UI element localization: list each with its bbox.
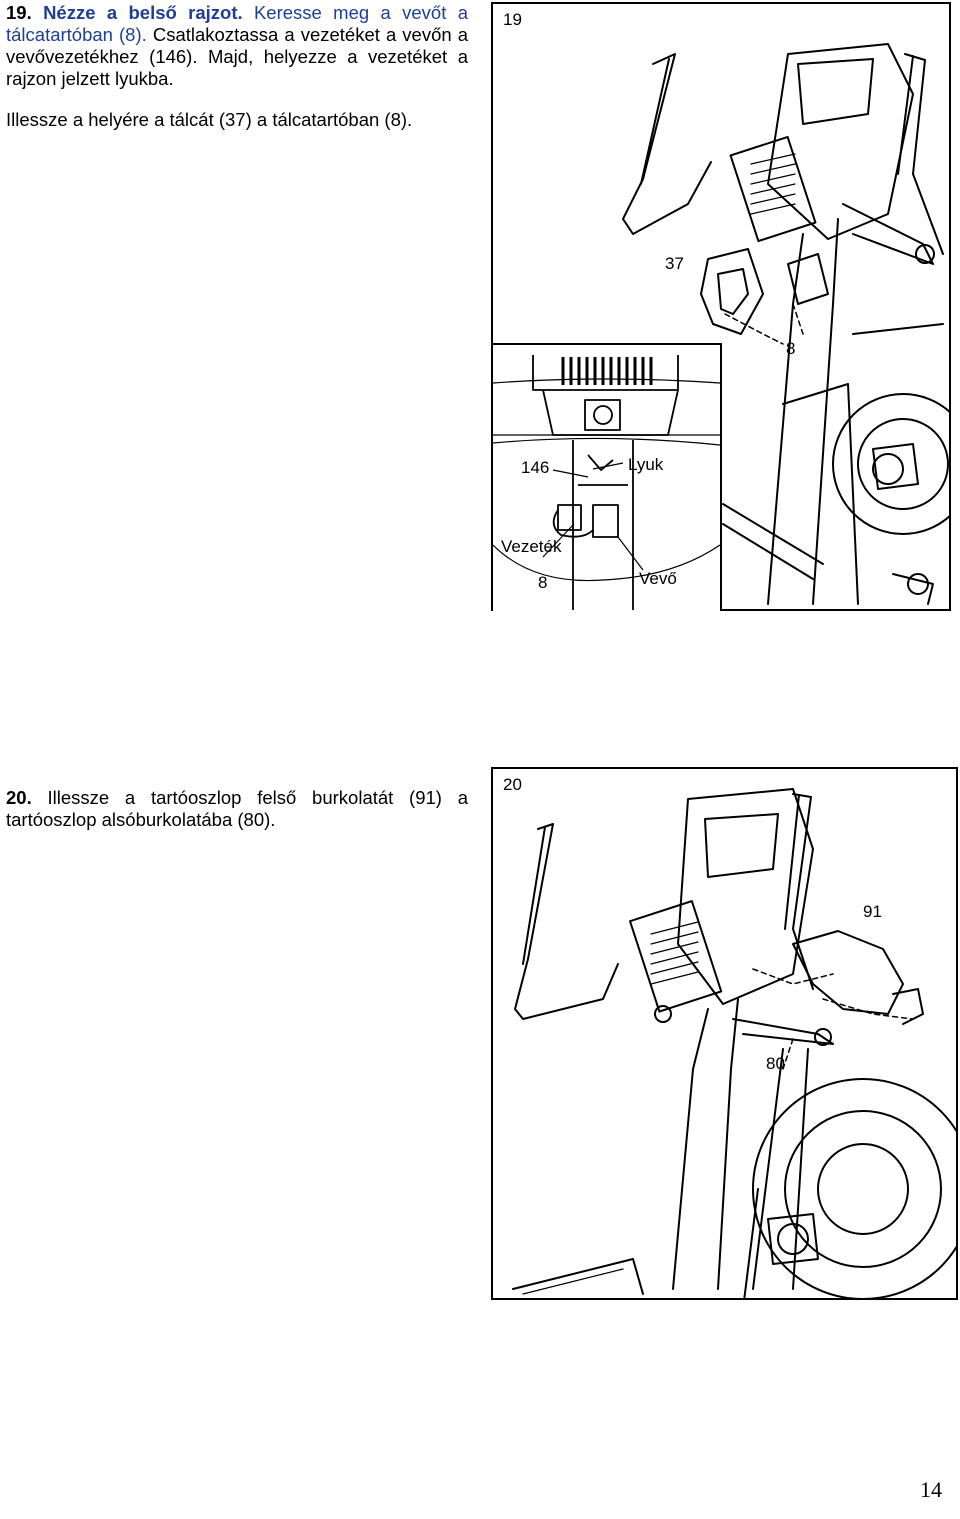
inset-callout-vevo: Vevő [639, 569, 677, 588]
step-20-paragraph: 20. Illessze a tartóoszlop felső burkola… [6, 787, 468, 831]
step-19-number: 19. [6, 2, 32, 23]
step-20-number: 20. [6, 787, 32, 808]
inset-callout-vezetek: Vezeték [501, 537, 562, 556]
step-19-title: Nézze a belső rajzot. [43, 2, 243, 23]
figure-19: 19 37 8 [491, 2, 951, 611]
figure-19-label: 19 [503, 10, 522, 29]
figure-20-label: 20 [503, 775, 522, 794]
step-19-paragraph-1: 19. Nézze a belső rajzot. Keresse meg a … [6, 2, 468, 90]
step-20-body: Illessze a tartóoszlop felső burkolatát … [6, 787, 469, 830]
step-20-text: 20. Illessze a tartóoszlop felső burkola… [6, 787, 468, 831]
figure-20: 20 91 80 [491, 767, 958, 1300]
inset-drawing: 146 Lyuk Vezeték 8 Vevő [493, 355, 720, 610]
step-19-sentence-2: Csatlakoztassa a vezetéket a vevőn a vev… [6, 24, 469, 89]
step-19-sentence-1: Keresse meg a vevőt a tálcatartóban (8). [6, 2, 468, 45]
figure-20-drawing [512, 788, 956, 1298]
page-number: 14 [920, 1477, 942, 1502]
inset-callout-8: 8 [538, 573, 547, 592]
figure-19-inset: 146 Lyuk Vezeték 8 Vevő [493, 343, 722, 611]
figure-19-drawing [622, 43, 949, 605]
step-19-paragraph-2: Illessze a helyére a tálcát (37) a tálca… [6, 109, 413, 130]
inset-callout-lyuk: Lyuk [628, 455, 664, 474]
step-19-text: 19. Nézze a belső rajzot. Keresse meg a … [6, 2, 468, 131]
inset-callout-146: 146 [521, 458, 549, 477]
